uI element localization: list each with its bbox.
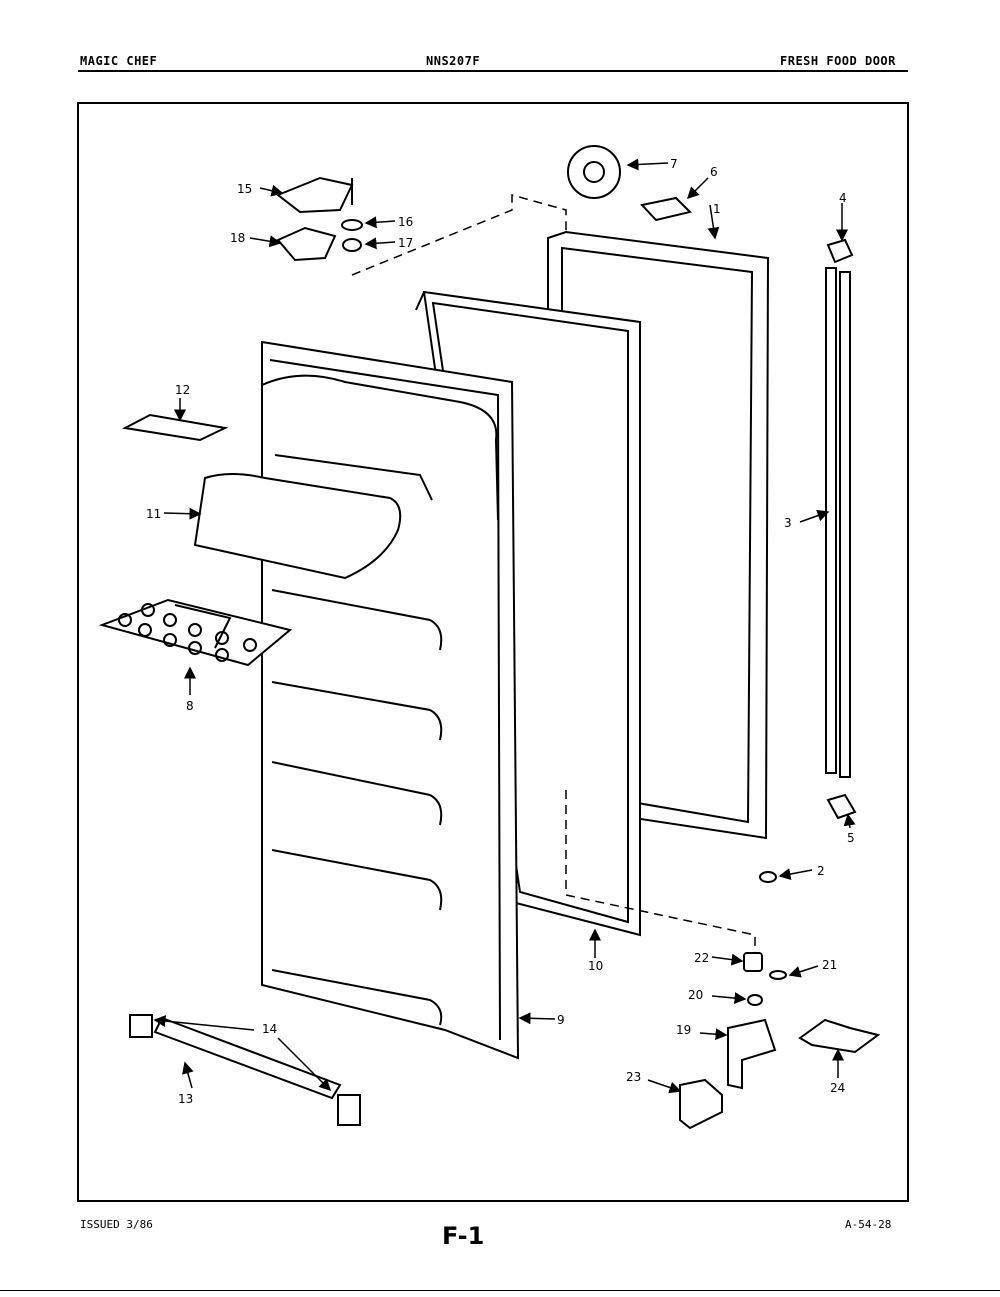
callout-13: 13: [178, 1092, 193, 1106]
callout-7: 7: [670, 157, 678, 171]
callout-6: 6: [710, 165, 718, 179]
callout-18: 18: [230, 231, 245, 245]
door-stop-plate: [640, 196, 692, 222]
bottom-hinge-24: [798, 1018, 881, 1054]
callout-22: 22: [694, 951, 709, 965]
callout-1: 1: [713, 202, 721, 216]
callout-8: 8: [186, 699, 194, 713]
bottom-trim: [153, 1016, 342, 1100]
callout-14: 14: [262, 1022, 277, 1036]
hinge-plate-top: [276, 176, 354, 214]
nut-2: [759, 871, 777, 883]
callout-11: 11: [146, 507, 161, 521]
header-rule: [78, 70, 908, 72]
callout-9: 9: [557, 1013, 565, 1027]
egg-tray: [98, 598, 293, 667]
callout-10: 10: [588, 959, 603, 973]
dairy-handle: [121, 413, 229, 442]
callout-19: 19: [676, 1023, 691, 1037]
diagram-frame: [77, 102, 909, 1202]
callout-24: 24: [830, 1081, 845, 1095]
callout-17: 17: [398, 236, 413, 250]
door-handle: [825, 267, 851, 778]
trim-hinge-left: [129, 1014, 153, 1038]
washer-21: [769, 970, 787, 980]
bushing-17: [342, 238, 362, 252]
callout-23: 23: [626, 1070, 641, 1084]
hinge-plate-18: [276, 226, 337, 262]
callout-3: 3: [784, 516, 792, 530]
callout-12: 12: [175, 383, 190, 397]
scan-edge-line: [0, 1290, 1000, 1291]
footer-doc-number: A-54-28: [845, 1218, 892, 1231]
callout-4: 4: [839, 191, 847, 205]
hinge-bracket-19: [727, 1018, 777, 1090]
assembly-line-top: [351, 194, 567, 276]
callout-15: 15: [237, 182, 252, 196]
header-brand: MAGIC CHEF: [80, 54, 158, 68]
inner-door-liner: [261, 340, 520, 1060]
trim-hinge-right: [337, 1094, 361, 1126]
callout-21: 21: [822, 958, 837, 972]
washer-16: [341, 219, 363, 231]
page-code: F-1: [442, 1222, 485, 1250]
dairy-door: [193, 473, 402, 580]
header-section: FRESH FOOD DOOR: [780, 54, 896, 68]
footer-issued: ISSUED 3/86: [80, 1218, 153, 1231]
header-model: NNS207F: [426, 54, 481, 68]
assembly-line-bottom: [565, 790, 756, 953]
callout-2: 2: [817, 864, 825, 878]
door-cam: [567, 145, 621, 199]
bracket-23: [679, 1078, 723, 1130]
callout-16: 16: [398, 215, 413, 229]
handle-cap-top: [826, 238, 854, 264]
callout-5: 5: [847, 831, 855, 845]
bushing-22: [743, 952, 763, 972]
callout-20: 20: [688, 988, 703, 1002]
pin-20: [747, 994, 763, 1006]
handle-cap-bottom: [826, 793, 857, 820]
